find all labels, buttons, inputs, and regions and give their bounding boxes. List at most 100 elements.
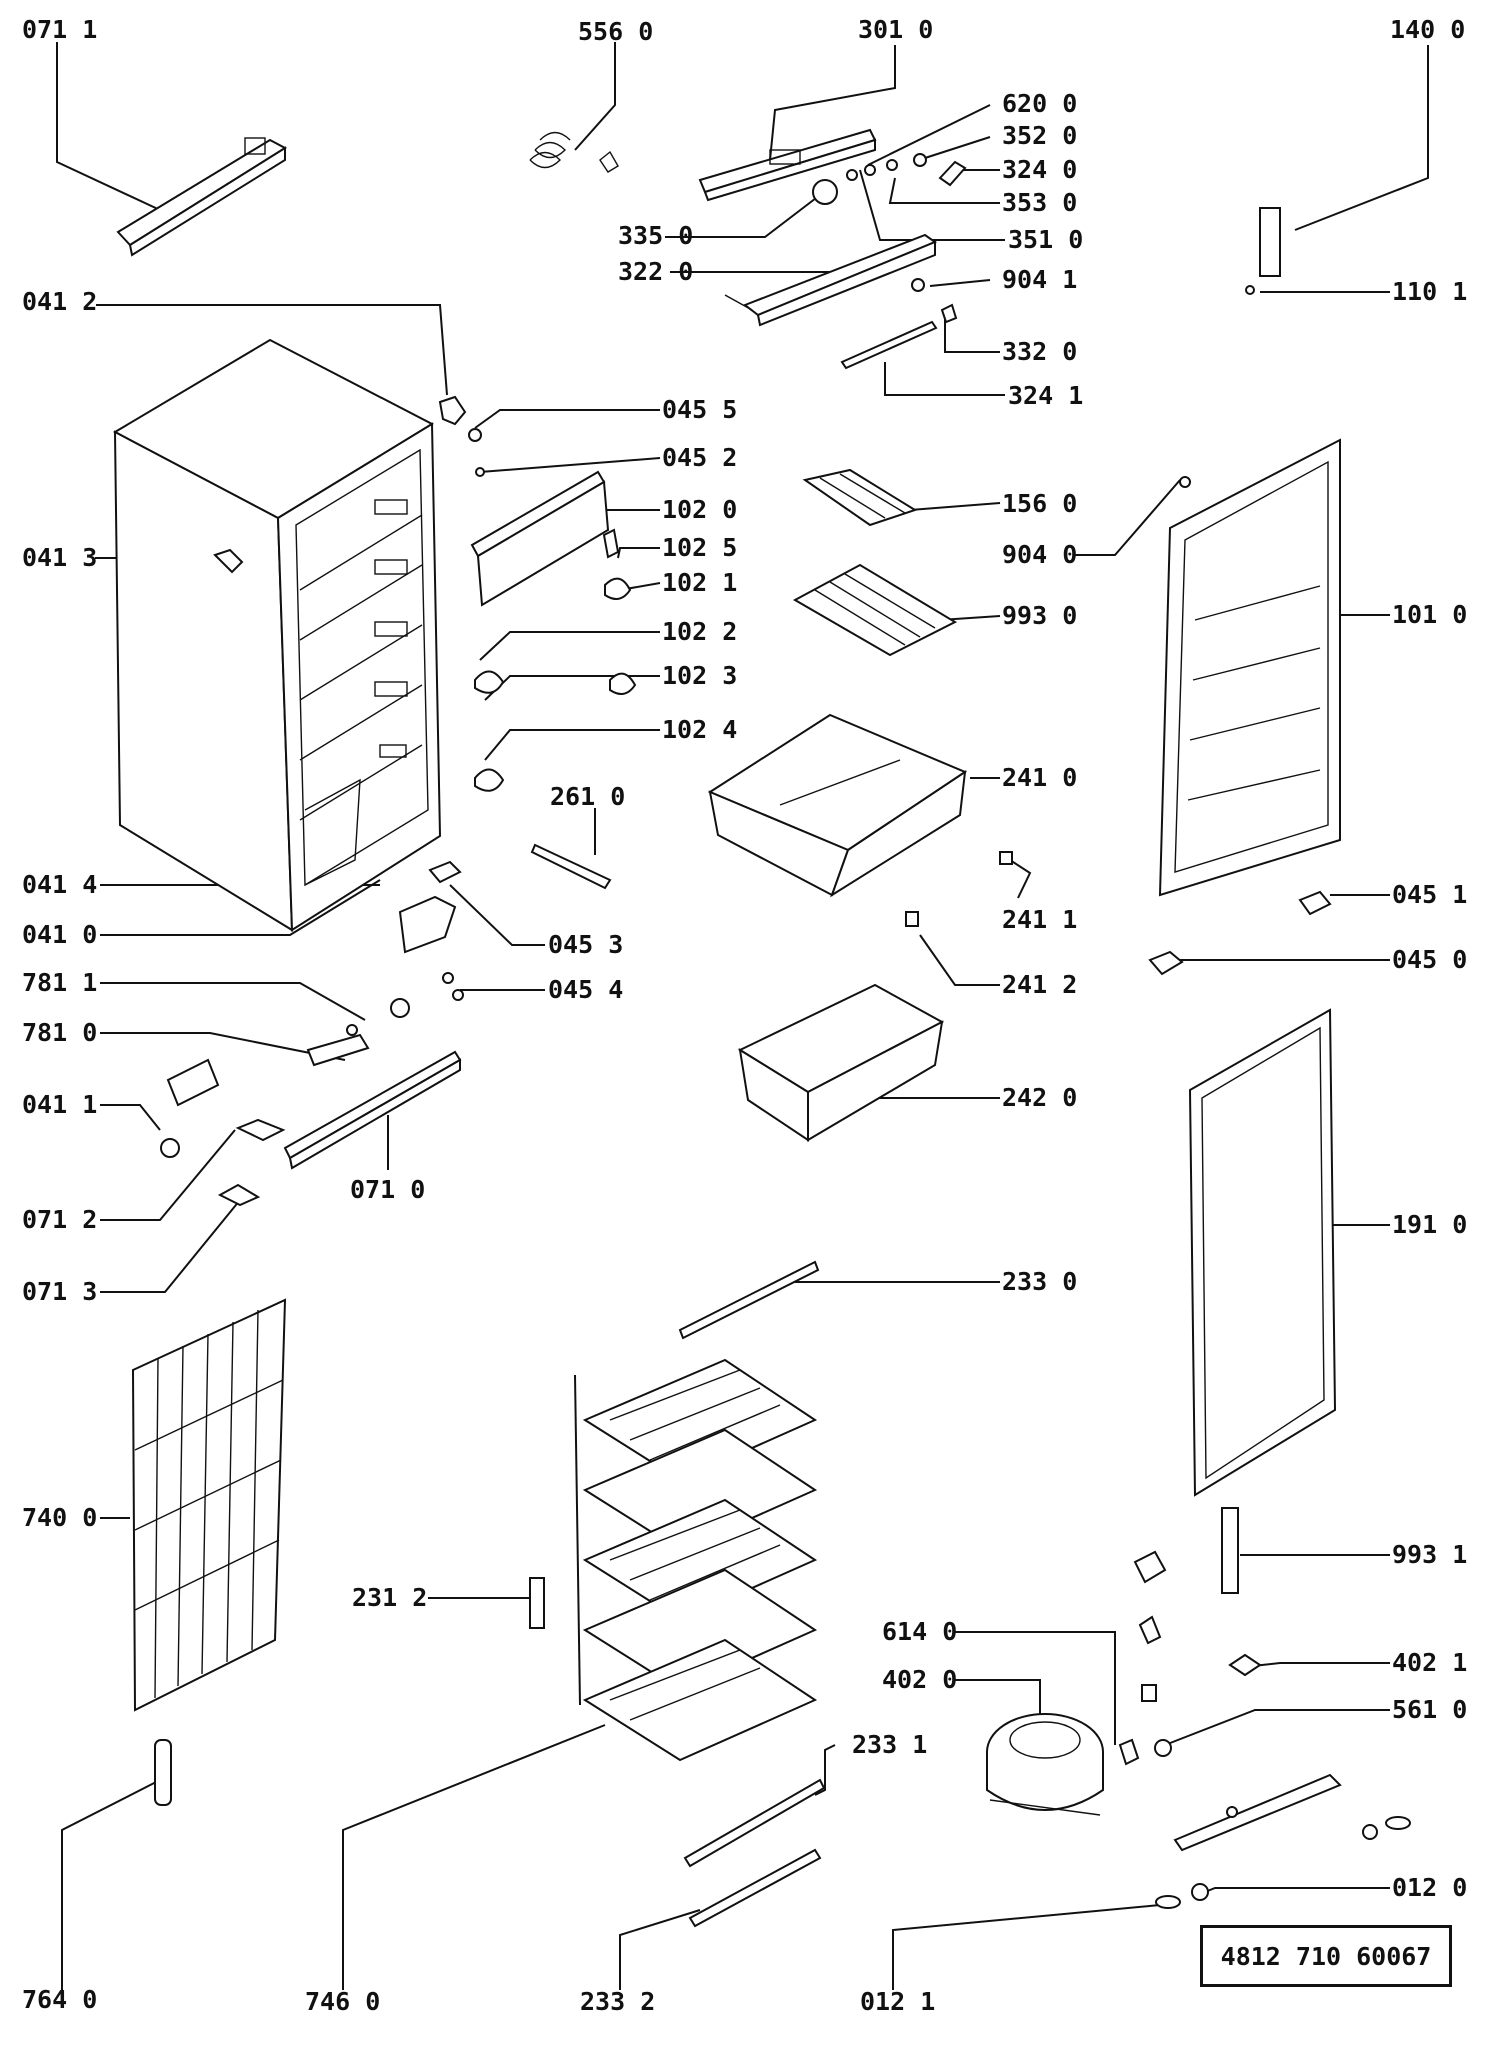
label-045-5: 045 5 [662,395,737,424]
label-102-5: 102 5 [662,533,737,562]
grommet-561 [1154,1739,1172,1757]
leader-lines [56,42,1429,1990]
label-045-1: 045 1 [1392,880,1467,909]
label-041-0: 041 0 [22,920,97,949]
label-556-0: 556 0 [578,17,653,46]
label-746-0: 746 0 [305,1987,380,2016]
hinge-parts-041 [346,860,464,1036]
wire-shelves [574,1358,818,1762]
label-242-0: 242 0 [1002,1083,1077,1112]
shelf-rail-233-0 [678,1260,820,1340]
label-071-2: 071 2 [22,1205,97,1234]
thermostat-knob [812,179,838,205]
grid-tray [792,563,958,657]
light-bar [840,303,958,370]
label-041-2: 041 2 [22,287,97,316]
label-102-4: 102 4 [662,715,737,744]
label-332-0: 332 0 [1002,337,1077,366]
door-gasket [1188,1008,1337,1497]
rod-261 [530,843,612,890]
label-233-2: 233 2 [580,1987,655,2016]
drier-filter [154,1739,172,1806]
clip-071-3 [217,1183,261,1207]
sleeve-012-1 [1155,1895,1181,1909]
hinge-pin-110 [1245,285,1255,295]
relay-614 [1118,1738,1140,1766]
dot-1 [1226,1806,1238,1818]
label-301-0: 301 0 [858,15,933,44]
label-241-0: 241 0 [1002,763,1077,792]
label-041-1: 041 1 [22,1090,97,1119]
shelf-clips [474,528,637,792]
label-351-0: 351 0 [1008,225,1083,254]
screw-045-5 [468,428,482,442]
document-number: 4812 710 60067 [1220,1941,1432,1971]
freezer-cabinet [112,338,442,932]
label-261-0: 261 0 [550,782,625,811]
label-045-0: 045 0 [1392,945,1467,974]
label-012-1: 012 1 [860,1987,935,2016]
label-993-0: 993 0 [1002,601,1077,630]
label-781-0: 781 0 [22,1018,97,1047]
freezer-drawer-242 [737,983,945,1142]
label-324-1: 324 1 [1008,381,1083,410]
clip-071-2 [235,1118,286,1142]
screw-045-2 [475,467,485,477]
clip-402-1 [1228,1653,1262,1677]
label-071-3: 071 3 [22,1277,97,1306]
bottom-bar-071-0 [283,1050,462,1170]
screw-904-0 [1179,476,1191,488]
door-shelf-102 [470,470,610,607]
bracket-231-2 [529,1577,545,1629]
bracket-041-1 [160,1058,220,1158]
freezer-drawer-241 [707,713,968,898]
label-241-1: 241 1 [1002,905,1077,934]
label-322-0: 322 0 [618,257,693,286]
switch-small-parts [846,153,967,187]
label-140-0: 140 0 [1390,15,1465,44]
label-101-0: 101 0 [1392,600,1467,629]
door-hinge-140 [1259,207,1281,277]
label-904-1: 904 1 [1002,265,1077,294]
label-335-0: 335 0 [618,221,693,250]
handle-781-0 [306,1033,370,1067]
label-191-0: 191 0 [1392,1210,1467,1239]
shelf-rail-233-2 [688,1848,822,1928]
document-number-box: 4812 710 60067 [1200,1925,1452,1987]
sleeve-right [1385,1816,1411,1830]
label-012-0: 012 0 [1392,1873,1467,1902]
label-614-0: 614 0 [882,1617,957,1646]
label-041-4: 041 4 [22,870,97,899]
light-channel [724,233,938,327]
hinge-bracket-041-3 [213,548,244,574]
freezer-door [1158,438,1341,897]
ice-tray [802,468,918,527]
label-102-3: 102 3 [662,661,737,690]
spring-part [529,131,619,173]
grommet-012-0 [1191,1883,1209,1901]
label-764-0: 764 0 [22,1985,97,2014]
door-hinge-045-0 [1148,950,1184,976]
misc-small-parts [1133,1550,1167,1702]
label-352-0: 352 0 [1002,121,1077,150]
label-324-0: 324 0 [1002,155,1077,184]
label-353-0: 353 0 [1002,188,1077,217]
grommet-right [1362,1824,1378,1840]
hinge-bracket-top [116,137,287,257]
label-041-3: 041 3 [22,543,97,572]
label-071-1: 071 1 [22,15,97,44]
label-071-0: 071 0 [350,1175,425,1204]
hinge-bracket-041-2 [438,395,467,426]
label-231-2: 231 2 [352,1583,427,1612]
control-panel [698,128,877,202]
label-781-1: 781 1 [22,968,97,997]
label-241-2: 241 2 [1002,970,1077,999]
part-drawings [112,128,1411,1928]
label-233-0: 233 0 [1002,1267,1077,1296]
shelf-rail-233-1 [683,1778,826,1868]
door-hinge-045-1 [1298,890,1332,916]
label-102-0: 102 0 [662,495,737,524]
lamp-part [911,278,925,292]
label-102-2: 102 2 [662,617,737,646]
label-045-4: 045 4 [548,975,623,1004]
